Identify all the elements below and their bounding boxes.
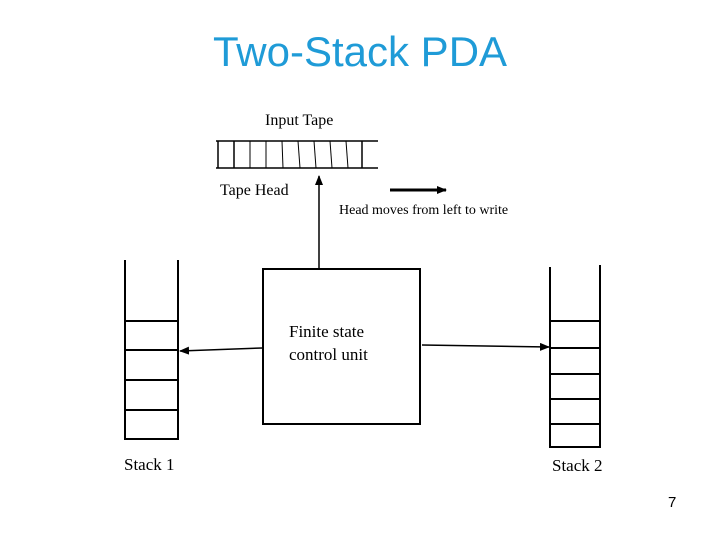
arrow-to-stack2 xyxy=(421,342,550,351)
stack2-label: Stack 2 xyxy=(552,456,603,475)
control-unit-label-line1: Finite state xyxy=(289,322,365,341)
arrow-to-stack1 xyxy=(179,346,263,355)
head-direction-label: Head moves from left to write xyxy=(339,203,509,218)
input-tape xyxy=(216,140,378,169)
stack1-label: Stack 1 xyxy=(124,455,175,474)
control-unit-label-line2: control unit xyxy=(289,345,368,364)
slide-title: Two-Stack PDA xyxy=(212,28,508,75)
page-number: 7 xyxy=(668,494,677,511)
stack-2 xyxy=(549,265,601,448)
control-unit-label: Finite state control unit xyxy=(289,320,368,366)
control-unit-box xyxy=(262,268,421,425)
tape-head-label: Tape Head xyxy=(220,182,289,199)
input-tape-label: Input Tape xyxy=(265,112,334,129)
stack-1 xyxy=(124,260,179,440)
